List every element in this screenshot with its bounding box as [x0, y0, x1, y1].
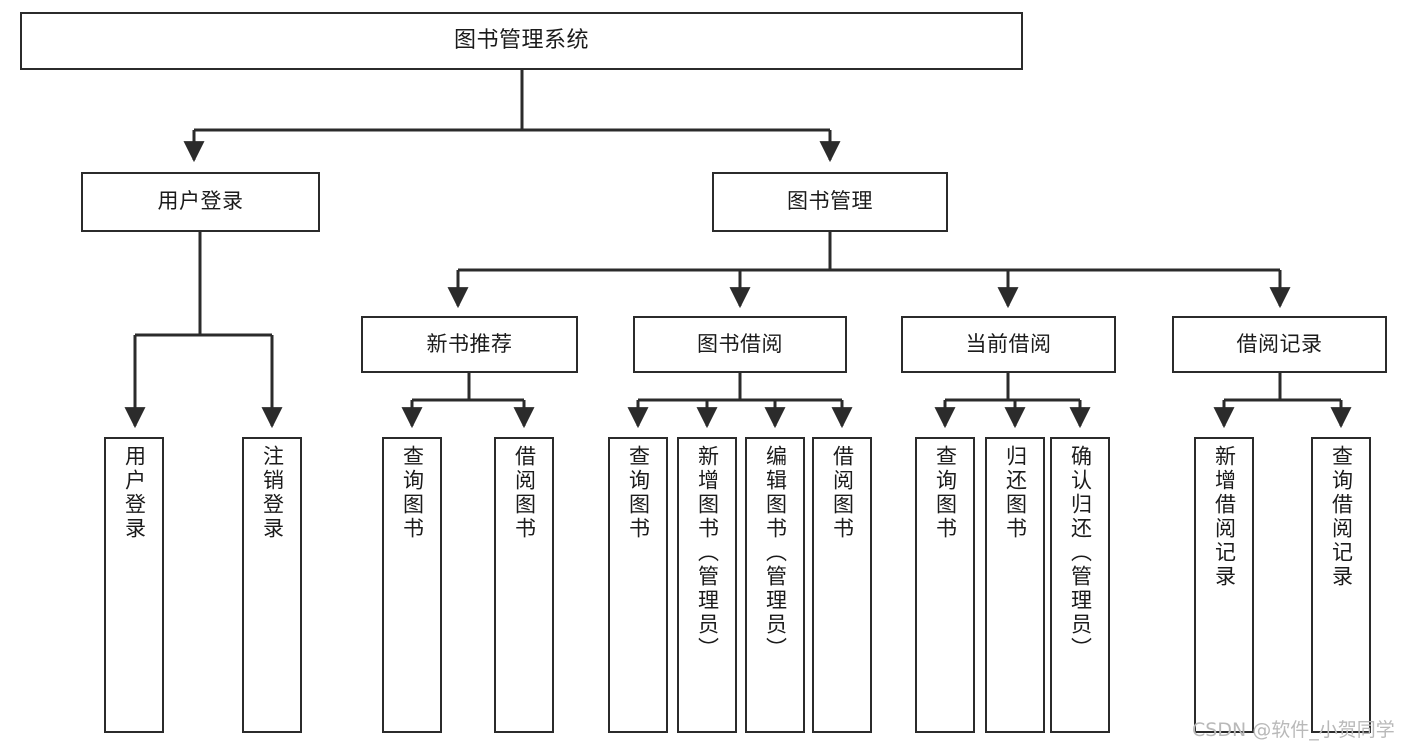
node-leaf-logout-login-label: 注销登录 [260, 445, 285, 541]
node-leaf-query-record[interactable]: 查询借阅记录 [1311, 437, 1371, 733]
node-leaf-logout-login[interactable]: 注销登录 [242, 437, 302, 733]
node-root[interactable]: 图书管理系统 [20, 12, 1023, 70]
node-leaf-borrow-book-1-label: 借阅图书 [512, 445, 537, 541]
node-leaf-add-book[interactable]: 新增图书（管理员） [677, 437, 737, 733]
node-leaf-query-book-3[interactable]: 查询图书 [915, 437, 975, 733]
node-borrow-record[interactable]: 借阅记录 [1172, 316, 1387, 373]
node-leaf-query-book-2[interactable]: 查询图书 [608, 437, 668, 733]
node-leaf-borrow-book-1[interactable]: 借阅图书 [494, 437, 554, 733]
node-leaf-add-book-label: 新增图书（管理员） [695, 445, 720, 661]
node-leaf-add-record-label: 新增借阅记录 [1212, 445, 1237, 589]
node-current-borrow-label: 当前借阅 [965, 331, 1052, 356]
node-new-book-recommend-label: 新书推荐 [426, 331, 513, 356]
node-current-borrow[interactable]: 当前借阅 [901, 316, 1116, 373]
node-leaf-query-book-2-label: 查询图书 [626, 445, 651, 541]
node-leaf-edit-book-label: 编辑图书（管理员） [763, 445, 788, 661]
node-leaf-borrow-book-2-label: 借阅图书 [830, 445, 855, 541]
node-leaf-return-book[interactable]: 归还图书 [985, 437, 1045, 733]
node-leaf-query-record-label: 查询借阅记录 [1329, 445, 1354, 589]
node-leaf-query-book-1-label: 查询图书 [400, 445, 425, 541]
node-book-management-label: 图书管理 [787, 189, 873, 214]
node-book-management[interactable]: 图书管理 [712, 172, 948, 232]
node-leaf-user-login-label: 用户登录 [122, 445, 147, 541]
node-book-borrow-label: 图书借阅 [697, 331, 783, 356]
node-leaf-return-book-label: 归还图书 [1003, 445, 1028, 541]
node-leaf-query-book-3-label: 查询图书 [933, 445, 958, 541]
node-root-label: 图书管理系统 [453, 27, 589, 53]
node-new-book-recommend[interactable]: 新书推荐 [361, 316, 578, 373]
node-leaf-query-book-1[interactable]: 查询图书 [382, 437, 442, 733]
node-user-login-label: 用户登录 [157, 189, 244, 214]
node-leaf-confirm-return[interactable]: 确认归还（管理员） [1050, 437, 1110, 733]
node-leaf-edit-book[interactable]: 编辑图书（管理员） [745, 437, 805, 733]
node-leaf-user-login[interactable]: 用户登录 [104, 437, 164, 733]
node-leaf-add-record[interactable]: 新增借阅记录 [1194, 437, 1254, 733]
node-borrow-record-label: 借阅记录 [1236, 331, 1323, 356]
node-leaf-confirm-return-label: 确认归还（管理员） [1068, 445, 1093, 661]
node-book-borrow[interactable]: 图书借阅 [633, 316, 847, 373]
node-leaf-borrow-book-2[interactable]: 借阅图书 [812, 437, 872, 733]
watermark-text: CSDN @软件_小贺同学 [1192, 719, 1395, 741]
node-user-login[interactable]: 用户登录 [81, 172, 320, 232]
